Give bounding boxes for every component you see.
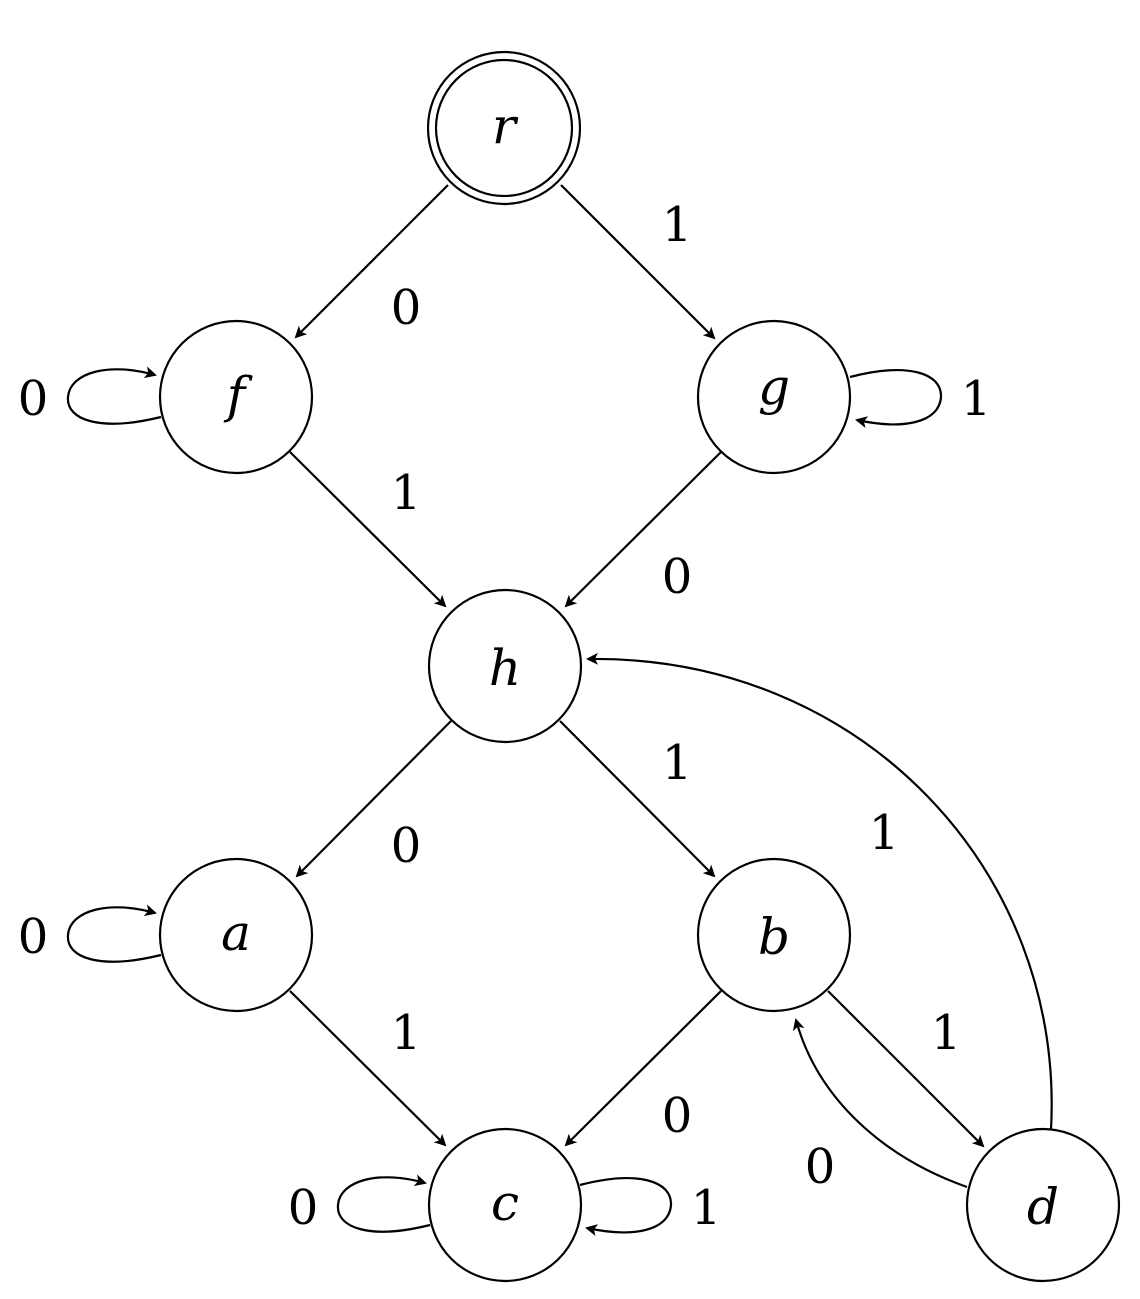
- accepting-ring: [434, 58, 574, 198]
- state-h: h: [427, 588, 583, 744]
- edge-f-h: [289, 451, 447, 608]
- state-c: c: [427, 1127, 583, 1283]
- edge-label-c-c-1: 1: [691, 1180, 722, 1236]
- state-a: a: [158, 857, 314, 1013]
- edge-r-f: [294, 184, 449, 339]
- edge-a-a: [66, 904, 162, 963]
- state-label-b: b: [758, 908, 790, 966]
- edge-label-d-b: 0: [805, 1139, 836, 1195]
- edge-label-d-h: 1: [869, 805, 900, 861]
- state-label-c: c: [491, 1174, 519, 1232]
- edge-label-g-h: 0: [662, 549, 693, 605]
- state-r: r: [426, 50, 582, 206]
- edge-f-f: [66, 366, 162, 425]
- state-g: g: [696, 319, 852, 475]
- edge-label-b-c: 0: [662, 1088, 693, 1144]
- edge-label-a-c: 1: [391, 1005, 422, 1061]
- edge-label-r-g: 1: [662, 197, 693, 253]
- edge-label-h-a: 0: [391, 818, 422, 874]
- edge-g-h: [564, 451, 722, 608]
- state-f: f: [158, 319, 314, 475]
- edge-r-g: [560, 184, 716, 340]
- state-label-g: g: [758, 358, 790, 416]
- edge-label-f-h: 1: [391, 465, 422, 521]
- edge-label-b-d: 1: [931, 1005, 962, 1061]
- state-label-h: h: [489, 639, 521, 697]
- edge-b-d: [827, 990, 985, 1148]
- edge-label-h-b: 1: [662, 735, 693, 791]
- edge-label-c-c-0: 0: [288, 1180, 319, 1236]
- edge-label-r-f: 0: [391, 280, 422, 336]
- edge-label-a-a: 0: [18, 909, 49, 965]
- edge-d-b: [792, 1018, 968, 1189]
- state-label-a: a: [221, 904, 251, 962]
- edge-label-g-g: 1: [961, 371, 992, 427]
- edge-label-f-f: 0: [18, 371, 49, 427]
- edge-h-b: [559, 720, 716, 878]
- edge-h-a: [295, 720, 452, 878]
- state-label-d: d: [1027, 1178, 1059, 1236]
- state-label-r: r: [492, 97, 519, 155]
- edge-a-c: [289, 990, 447, 1147]
- edge-c-c-0: [336, 1174, 431, 1233]
- state-b: b: [696, 857, 852, 1013]
- edge-g-g: [849, 369, 943, 428]
- edge-b-c: [564, 990, 722, 1147]
- edge-c-c-1: [579, 1177, 673, 1236]
- state-d: d: [965, 1127, 1121, 1283]
- edge-d-h: [586, 652, 1053, 1131]
